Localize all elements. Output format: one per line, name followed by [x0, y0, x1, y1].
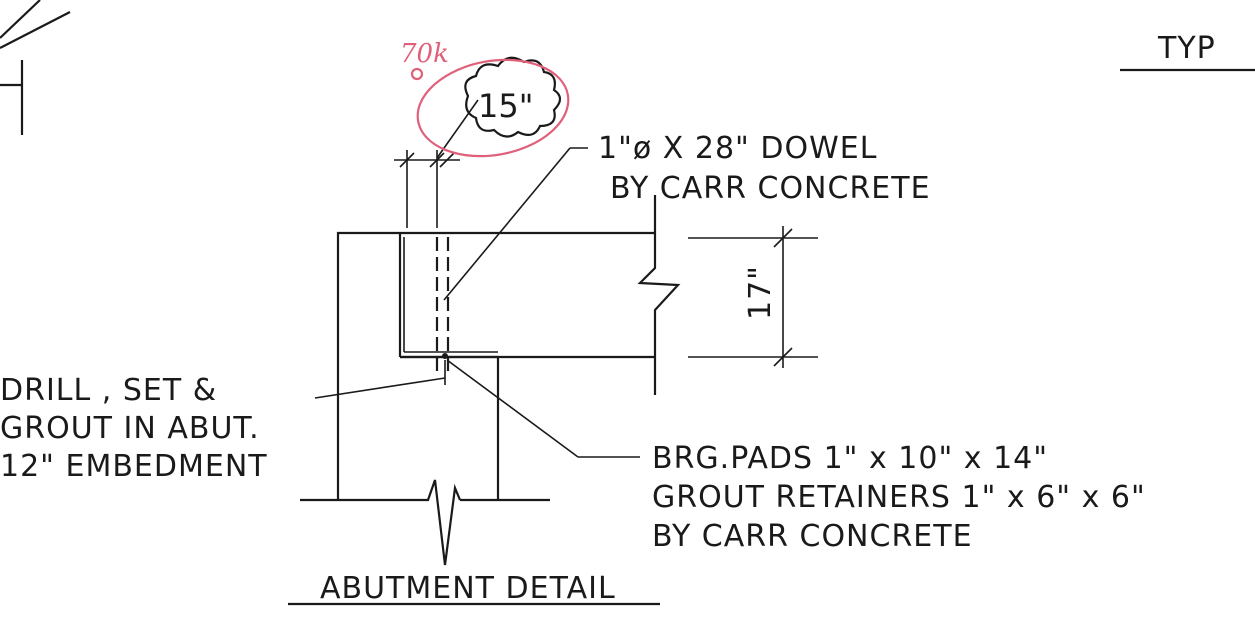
- depth-dimension: 17": [688, 226, 818, 368]
- markup-ellipse: [416, 58, 570, 158]
- revision-cloud: 15": [436, 56, 562, 159]
- grout-leader: [314, 353, 448, 399]
- dowel-note-line2: BY CARR CONCRETE: [610, 171, 931, 206]
- dowel-dimension: [394, 150, 460, 228]
- grout-note-line3: 12" EMBEDMENT: [0, 449, 268, 484]
- dowel-leader: [443, 147, 588, 301]
- pads-leader: [446, 359, 640, 458]
- pads-note-line3: BY CARR CONCRETE: [652, 519, 973, 554]
- abutment-break-symbol: [420, 479, 462, 566]
- dowel: [435, 237, 450, 372]
- grout-note-line2: GROUT IN ABUT.: [0, 411, 260, 446]
- pads-note-line1: BRG.PADS 1" x 10" x 14": [652, 441, 1048, 476]
- corner-heading: TYP: [1157, 31, 1216, 66]
- handwritten-note: 70k: [400, 39, 449, 69]
- beam-section: [400, 195, 681, 395]
- adjacent-detail-fragment: [0, 0, 71, 135]
- dowel-note-line1: 1"ø X 28" DOWEL: [598, 131, 877, 166]
- cloud-callout-value: 15": [478, 87, 533, 125]
- pads-note-line2: GROUT RETAINERS 1" x 6" x 6": [652, 480, 1146, 515]
- depth-dimension-value: 17": [743, 265, 778, 320]
- abutment-wall: [300, 231, 550, 566]
- handwritten-markup: 70k: [400, 39, 570, 158]
- grout-note-line1: DRILL , SET &: [0, 373, 217, 408]
- beam-break-symbol: [637, 195, 681, 395]
- detail-title: ABUTMENT DETAIL: [320, 571, 616, 606]
